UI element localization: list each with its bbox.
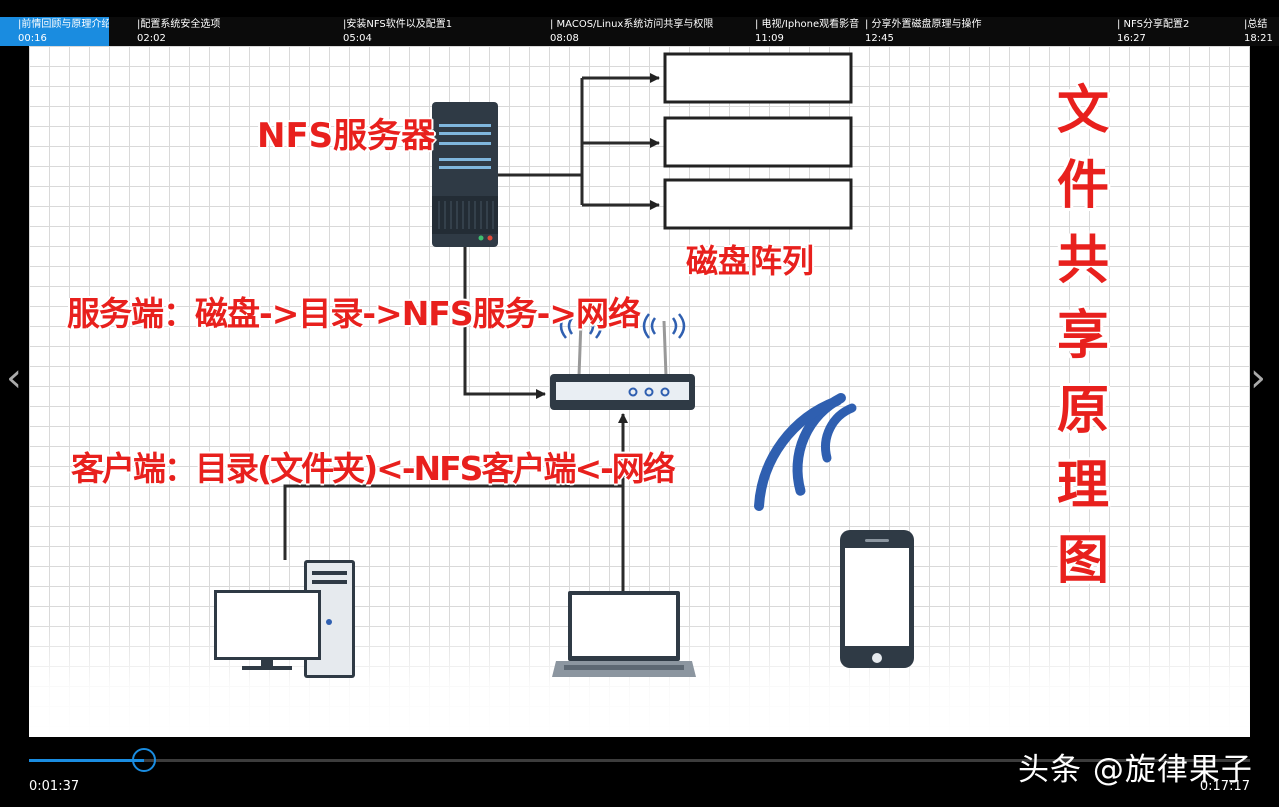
slide-diagram (214, 52, 914, 678)
watermark: 头条 @旋律果子 (1018, 752, 1253, 788)
chapter-bar: |前情回顾与原理介绍 00:16 |配置系统安全选项 02:02 |安装NFS软… (0, 17, 1279, 46)
disk-array (663, 52, 853, 230)
vertical-title-char: 图 (1056, 531, 1109, 591)
chapter-3[interactable]: |安装NFS软件以及配置1 05:04 (343, 17, 543, 46)
vertical-title-char: 文 (1056, 81, 1109, 141)
chapter-6-time: 12:45 (865, 33, 894, 44)
desktop-computer-icon (214, 560, 355, 678)
chapter-7[interactable]: | NFS分享配置2 16:27 (1117, 17, 1237, 46)
vertical-title-char: 理 (1056, 456, 1109, 516)
disk-3 (663, 178, 853, 230)
vertical-title-char: 件 (1056, 156, 1109, 216)
vertical-title-char: 原 (1056, 381, 1109, 441)
chapter-5[interactable]: | 电视/Iphone观看影音 11:09 (755, 17, 863, 46)
disk-connectors (283, 73, 660, 591)
chapter-4-title: | MACOS/Linux系统访问共享与权限 (550, 19, 714, 30)
router-icon (550, 313, 695, 410)
chapter-8-title: |总结 (1244, 19, 1268, 30)
wifi-icon (754, 393, 857, 511)
chapter-3-time: 05:04 (343, 33, 372, 44)
next-button[interactable]: › (1250, 358, 1266, 398)
chapter-4-time: 08:08 (550, 33, 579, 44)
chapter-4[interactable]: | MACOS/Linux系统访问共享与权限 08:08 (550, 17, 750, 46)
disk-array-label: 磁盘阵列 (686, 242, 815, 280)
chapter-3-title: |安装NFS软件以及配置1 (343, 19, 453, 30)
vertical-title-char: 共 (1056, 231, 1109, 291)
chapter-1-title: |前情回顾与原理介绍 (18, 19, 109, 30)
chapter-5-time: 11:09 (755, 33, 784, 44)
chapter-2-time: 02:02 (137, 33, 166, 44)
chapter-1[interactable]: |前情回顾与原理介绍 00:16 (0, 17, 109, 46)
video-frame[interactable]: NFS服务器 磁盘阵列 服务端：磁盘->目录->NFS服务->网络 客户端：目录… (29, 46, 1250, 737)
laptop-icon (552, 591, 696, 677)
chapter-8[interactable]: |总结 18:21 (1244, 17, 1279, 46)
vertical-title-char: 享 (1056, 306, 1109, 366)
server-label: NFS服务器 (257, 116, 436, 156)
smartphone-icon (840, 530, 914, 668)
current-time: 0:01:37 (29, 779, 80, 794)
disk-1 (663, 52, 853, 104)
chapter-5-title: | 电视/Iphone观看影音 (755, 19, 860, 30)
total-time: 0:17:17 (1199, 779, 1250, 794)
chevron-left-icon: ‹ (6, 355, 22, 401)
chapter-7-time: 16:27 (1117, 33, 1146, 44)
chapter-1-time: 00:16 (18, 33, 47, 44)
chapter-2-title: |配置系统安全选项 (137, 19, 221, 30)
chapter-2[interactable]: |配置系统安全选项 02:02 (137, 17, 337, 46)
previous-button[interactable]: ‹ (6, 358, 22, 398)
server-side-text: 服务端：磁盘->目录->NFS服务->网络 (67, 294, 641, 333)
chapter-6[interactable]: | 分享外置磁盘原理与操作 12:45 (865, 17, 1115, 46)
chapter-7-title: | NFS分享配置2 (1117, 19, 1190, 30)
progress-fill (29, 759, 144, 762)
client-side-text: 客户端：目录(文件夹)<-NFS客户端<-网络 (71, 449, 676, 488)
progress-handle[interactable] (131, 748, 156, 772)
chapter-6-title: | 分享外置磁盘原理与操作 (865, 19, 982, 30)
disk-2 (663, 116, 853, 168)
chapter-8-time: 18:21 (1244, 33, 1273, 44)
progress-bar[interactable] (29, 748, 1250, 772)
vertical-title: 文 件 共 享 原 理 图 (1053, 74, 1113, 599)
server-icon (432, 102, 498, 247)
chevron-right-icon: › (1250, 355, 1266, 401)
